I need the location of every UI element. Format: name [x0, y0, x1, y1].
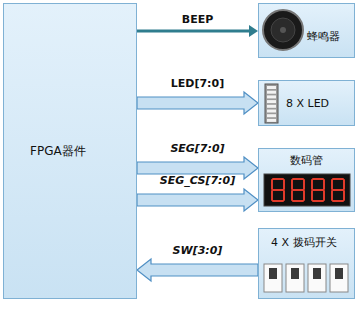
display-box: 数码管 [258, 148, 355, 212]
bus-arrow-shape [137, 189, 258, 211]
signal-name: LED[7:0] [171, 77, 224, 90]
arrow-head [249, 25, 258, 37]
node-label: 4 X 拨码开关 [271, 236, 337, 249]
node-label: FPGA器件 [30, 144, 86, 158]
node-label: 蜂鸣器 [307, 30, 340, 43]
led-box: 8 X LED [258, 80, 355, 126]
bus-arrow-shape [137, 92, 258, 114]
bus-arrow-shape [137, 259, 258, 281]
fpga-box: FPGA器件 [3, 3, 137, 299]
signal-name: SEG[7:0] [170, 142, 224, 155]
bus-arrow [137, 189, 258, 211]
bus-arrow [137, 92, 258, 114]
signal-arrow [137, 25, 258, 37]
signal-name: BEEP [182, 13, 213, 26]
node-label: 数码管 [290, 154, 323, 167]
buzzer-box: 蜂鸣器 [258, 3, 355, 58]
signal-name: SW[3:0] [173, 244, 223, 257]
node-label: 8 X LED [286, 97, 329, 110]
switch-box: 4 X 拨码开关 [258, 228, 355, 299]
bus-arrow [137, 259, 258, 281]
arrow-shaft [137, 30, 249, 33]
signal-name: SEG_CS[7:0] [160, 174, 235, 187]
